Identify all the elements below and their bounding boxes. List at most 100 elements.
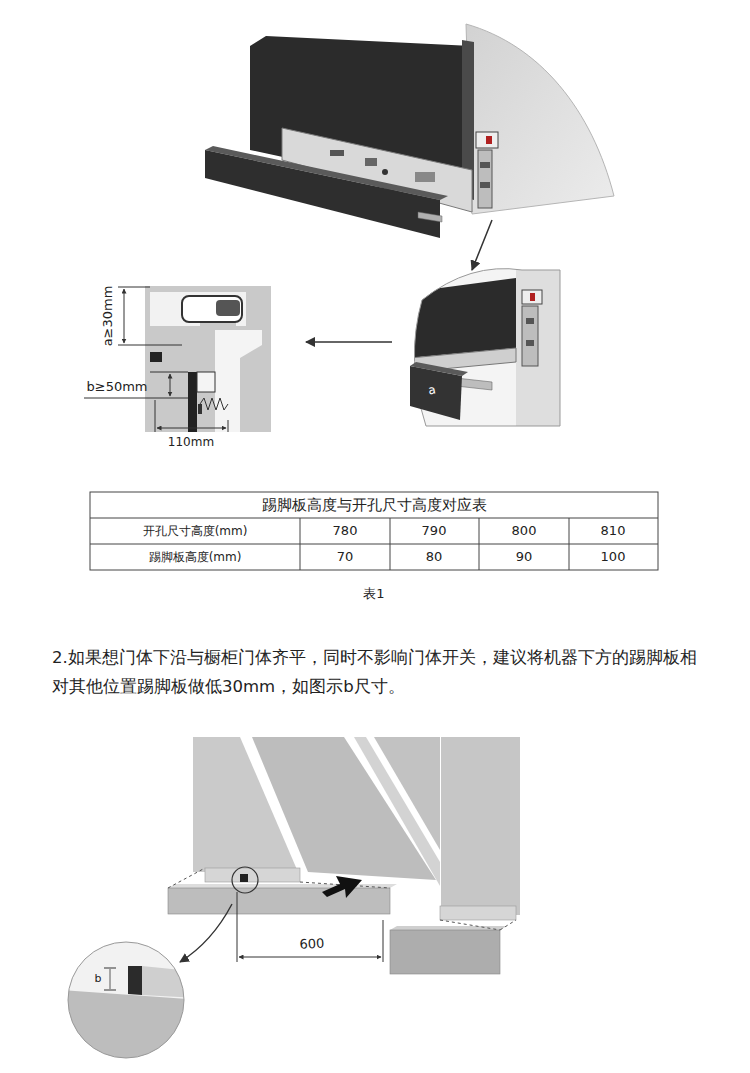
table-cell: 780 [333,523,358,539]
table-cell: 90 [516,549,533,565]
table-grid-part [569,518,570,570]
zoom-detail [306,260,570,430]
table-caption: 表1 [363,586,384,602]
kickboard-view-part [237,892,238,962]
section-detail-part [170,374,171,396]
section-detail-part [188,372,197,432]
appliance-view-part [480,182,490,188]
kickboard-view-part [104,990,116,991]
appliance-view-part [486,136,492,144]
kickboard-view-part [322,876,362,898]
zoom-detail-part-part [526,340,534,346]
zoom-detail-part-part [516,260,566,430]
kickboard-view-part-part [60,940,200,1070]
dimension-label: b [95,972,102,985]
section-detail-part [182,296,242,322]
kickboard-view-part [168,868,205,888]
kickboard-view-part [240,874,248,882]
section-detail-part [118,287,150,288]
kickboard-view-part [104,968,116,969]
appliance-view-part [480,162,490,168]
kickboard-view-part [500,920,516,930]
zoom-detail-part-part [530,293,535,301]
kickboard-view-part [168,888,390,914]
section-detail-part [150,352,162,362]
section-detail-part [124,289,125,343]
table-cell: 800 [512,523,537,539]
table-cell: 810 [601,523,626,539]
section-detail-part [84,398,188,399]
zoom-detail-part-part [400,260,570,430]
section-detail-part [216,300,240,316]
kickboard-view-part [441,737,520,915]
kickboard-view-part [68,942,184,1058]
section-detail-part [118,345,182,346]
table-grid-part [390,518,391,570]
appliance-view-part [478,150,492,208]
kickboard-view-part [374,737,440,850]
table-grid-part [479,518,480,570]
dimension-label: 600 [299,936,325,953]
table-title: 踢脚板高度与开孔尺寸高度对应表 [262,496,487,514]
appliance-view-part [415,172,435,182]
appliance-view-part [365,158,377,166]
appliance-view-part [330,150,344,156]
kickboard-view-part [110,969,111,989]
table-grid-part [90,518,658,519]
section-detail-part [215,330,262,432]
kickboard-view-part [440,906,516,920]
kickboard-view-part [60,940,200,1070]
section-detail-part [155,400,156,432]
appliance-view [205,24,614,270]
zoom-detail-part-part [522,290,542,304]
zoom-detail-part [410,362,468,376]
table-cell: 踢脚板高度(mm) [149,550,242,564]
kickboard-view-part [239,957,381,958]
appliance-view-part [476,132,498,148]
table-grid [90,492,658,570]
section-detail-part [197,372,215,392]
section-detail-part [157,428,226,429]
kickboard-view-part-part [142,966,200,998]
kickboard-view-part [440,920,500,930]
section-detail-part [150,292,246,326]
kickboard-view [60,737,520,1070]
table-cell: 70 [337,549,354,565]
table-cell: 100 [601,549,626,565]
table-grid-part [90,544,658,545]
kickboard-view-part [383,920,384,962]
table-grid-part [90,492,658,570]
table-cell: 开孔尺寸高度(mm) [143,524,248,538]
zoom-detail-part-part [410,278,516,358]
zoom-detail-part [400,260,570,430]
zoom-detail-part-part [522,306,538,366]
dimension-label: a≥30mm [100,286,116,347]
table-cell: 790 [422,523,447,539]
section-detail-part [200,398,228,410]
kickboard-view-part [180,904,232,962]
section-detail-part [145,286,271,432]
zoom-detail-part-part [526,318,534,324]
kickboard-view-part [232,867,258,893]
table-grid-part [300,518,301,570]
appliance-view-part [466,24,614,214]
kickboard-view-part [390,930,500,974]
appliance-view-part [205,150,440,238]
zoom-detail-part [306,341,392,343]
note-paragraph: 2.如果想门体下沿与橱柜门体齐平，同时不影响门体开关，建议将机器下方的踢脚板相对… [52,644,712,702]
kickboard-view-part [354,737,440,886]
kickboard-view-part-part [128,966,142,995]
section-detail [84,286,271,432]
section-detail-part [150,372,188,373]
table-cell: 80 [426,549,443,565]
part-letter: a [427,382,437,397]
appliance-view-part [382,169,388,175]
section-detail-part [228,420,229,432]
dimension-label: b≥50mm [86,379,147,395]
dimension-label: 110mm [168,435,214,449]
section-detail-part [198,404,202,414]
appliance-view-part [472,220,492,270]
appliance-view-part [418,212,442,222]
